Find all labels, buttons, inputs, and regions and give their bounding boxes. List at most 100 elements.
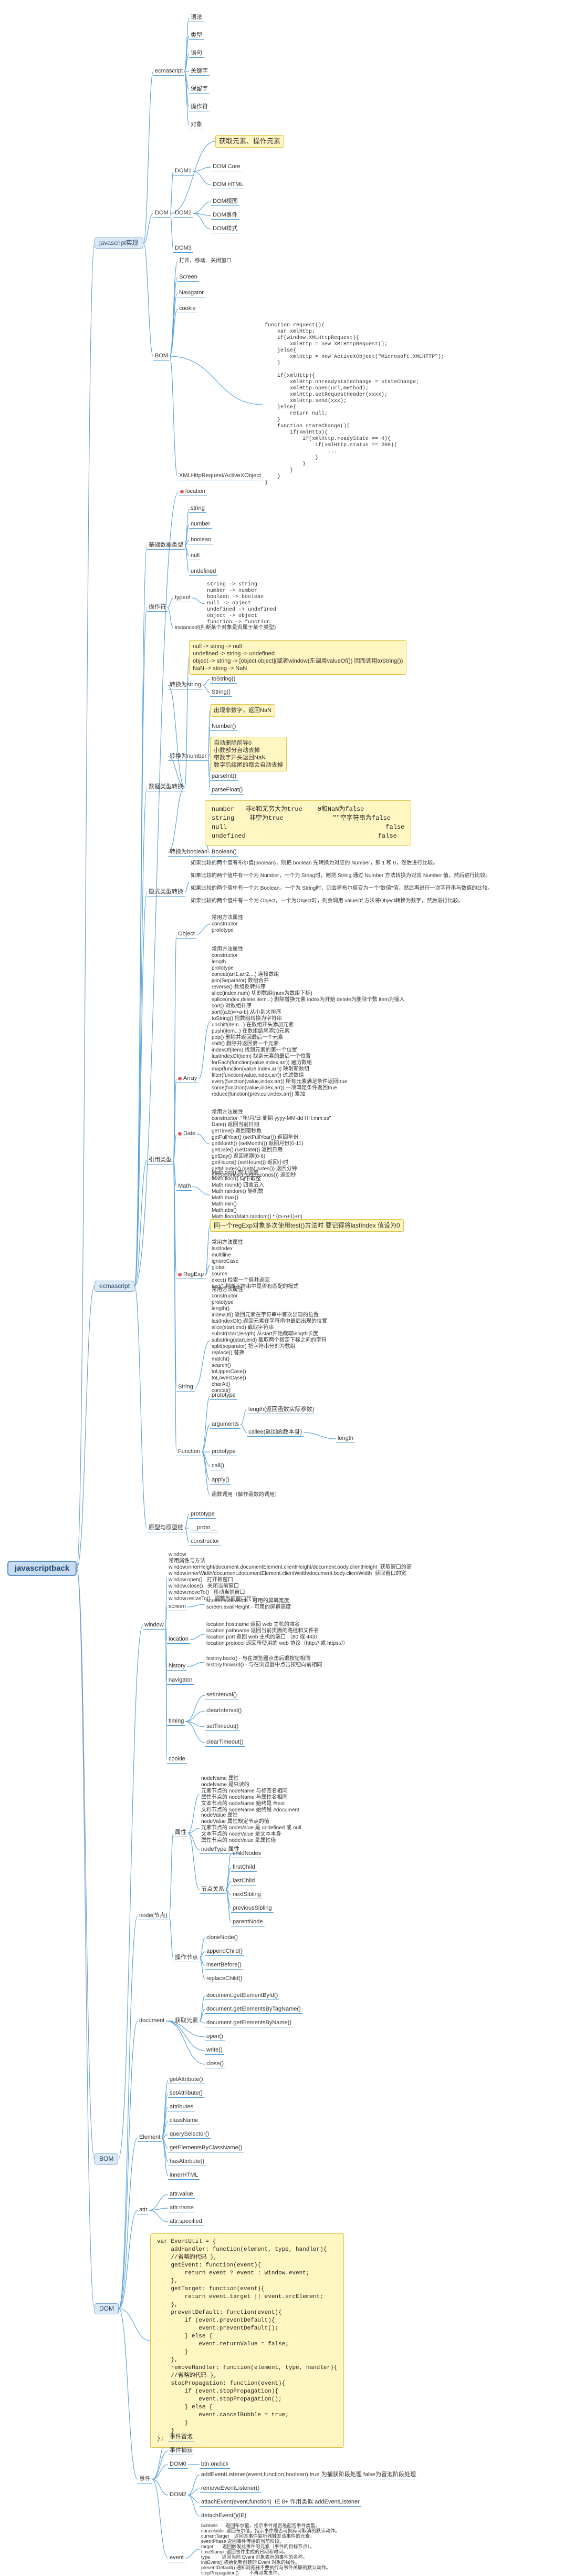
element-item[interactable]: className bbox=[168, 2117, 200, 2125]
node-rel-item[interactable]: childNodes bbox=[231, 1850, 263, 1858]
node-rel-item[interactable]: firstChild bbox=[231, 1863, 257, 1872]
element-item[interactable]: getElementsByClassName() bbox=[168, 2144, 244, 2152]
ecma-item[interactable]: 对象 bbox=[189, 121, 204, 129]
number-fn[interactable]: Number() bbox=[210, 723, 238, 731]
reference-types[interactable]: 引用类型 bbox=[147, 1156, 173, 1165]
func-top[interactable]: prototype bbox=[210, 1392, 237, 1400]
dom2[interactable]: DOM2 bbox=[173, 209, 193, 218]
basic-type[interactable]: boolean bbox=[189, 536, 213, 544]
basic-types[interactable]: 基础数据类型 bbox=[147, 541, 185, 550]
proto-item[interactable]: prototype bbox=[189, 1510, 216, 1519]
dom2-event-item[interactable]: removeEventListener() bbox=[200, 2485, 262, 2493]
bom-history[interactable]: history bbox=[167, 1662, 187, 1671]
to-number[interactable]: 转换为number bbox=[168, 753, 208, 761]
to-boolean[interactable]: 转换为boolean bbox=[168, 848, 210, 857]
to-string-item[interactable]: toString() bbox=[210, 675, 237, 684]
dom-attr2[interactable]: attr bbox=[138, 2206, 149, 2214]
branch-ecmascript[interactable]: ecmascript bbox=[95, 1281, 135, 1292]
dom1[interactable]: DOM1 bbox=[173, 167, 193, 176]
ops-item[interactable]: replaceChild() bbox=[205, 1975, 244, 1983]
timing-item[interactable]: clearTimeout() bbox=[205, 1738, 245, 1747]
dom1-item[interactable]: DOM Core bbox=[211, 163, 242, 171]
arguments-length2[interactable]: length bbox=[336, 1435, 355, 1443]
event-dom0[interactable]: DOM0 bbox=[168, 2460, 188, 2469]
event-item[interactable]: 事件捕获 bbox=[168, 2447, 194, 2455]
js-bom[interactable]: BOM bbox=[153, 352, 170, 360]
element-item[interactable]: innerHTML bbox=[168, 2171, 200, 2180]
bom-cookie[interactable]: cookie bbox=[167, 1755, 187, 1764]
root-node[interactable]: javascriptback bbox=[7, 1561, 77, 1576]
dom-attr[interactable]: 属性 bbox=[173, 1829, 188, 1837]
js-dom[interactable]: DOM bbox=[153, 209, 170, 218]
element-item[interactable]: getAttribute() bbox=[168, 2076, 205, 2084]
node-rel[interactable]: 节点关系 bbox=[200, 1885, 226, 1894]
doc-more-item[interactable]: open() bbox=[205, 2033, 225, 2041]
regexp-type[interactable]: RegExp bbox=[176, 1271, 206, 1279]
element-item[interactable]: attributes bbox=[168, 2103, 195, 2111]
arguments[interactable]: arguments bbox=[210, 1420, 241, 1429]
doc-get-item[interactable]: document.getElementById() bbox=[205, 1992, 280, 2000]
dom-node[interactable]: node(节点) bbox=[138, 1912, 169, 1920]
bom-window[interactable]: window bbox=[143, 1621, 165, 1630]
bom-item[interactable]: Navigator bbox=[177, 289, 206, 297]
event-object[interactable]: event bbox=[168, 2554, 185, 2562]
basic-type[interactable]: number bbox=[189, 520, 212, 529]
dom1-item[interactable]: DOM HTML bbox=[211, 181, 245, 189]
location-item[interactable]: location bbox=[179, 488, 207, 496]
date-type[interactable]: Date bbox=[176, 1130, 197, 1138]
bom-location[interactable]: location bbox=[167, 1635, 190, 1644]
basic-type[interactable]: string bbox=[189, 504, 206, 513]
dom-document[interactable]: document bbox=[138, 2017, 166, 2025]
element-item[interactable]: setAttribute() bbox=[168, 2089, 204, 2098]
number-item[interactable]: parseFloat() bbox=[210, 786, 245, 795]
js-ecmascript[interactable]: ecmascript bbox=[153, 67, 185, 76]
node-rel-item[interactable]: nextSibling bbox=[231, 1891, 263, 1899]
node-rel-item[interactable]: previousSibling bbox=[231, 1904, 274, 1913]
attr2-item[interactable]: attr.name bbox=[168, 2204, 195, 2212]
func-item[interactable]: apply() bbox=[210, 1476, 231, 1485]
dom-element[interactable]: Element bbox=[138, 2134, 162, 2142]
function-type[interactable]: Function bbox=[176, 1448, 202, 1456]
array-type[interactable]: Array bbox=[176, 1075, 199, 1083]
timing-item[interactable]: setInterval() bbox=[205, 1691, 239, 1699]
ops-item[interactable]: cloneNode() bbox=[205, 1934, 239, 1942]
func-item[interactable]: call() bbox=[210, 1462, 226, 1470]
xhr-label[interactable]: XMLHttpRequest/ActiveXObject bbox=[177, 472, 263, 480]
branch-js-impl[interactable]: javascript实现 bbox=[95, 238, 143, 249]
nodetype[interactable]: nodeType 属性 bbox=[200, 1846, 242, 1854]
conversion[interactable]: 数据类型转换 bbox=[147, 783, 185, 791]
arguments-length[interactable]: length(返回函数实际参数) bbox=[247, 1406, 316, 1414]
proto-item[interactable]: constructor bbox=[189, 1538, 221, 1546]
event-item[interactable]: 事件冒泡 bbox=[168, 2433, 194, 2441]
ecma-item[interactable]: 类型 bbox=[189, 32, 204, 40]
dom2-item[interactable]: DOM样式 bbox=[211, 225, 239, 233]
dom-ops[interactable]: 操作节点 bbox=[173, 1954, 200, 1962]
doc-get-item[interactable]: document.getElementsByName() bbox=[205, 2019, 294, 2027]
bom-item[interactable]: Screen bbox=[177, 273, 199, 282]
ops-item[interactable]: appendChild() bbox=[205, 1948, 245, 1956]
timing-item[interactable]: setTimeout() bbox=[205, 1723, 241, 1731]
doc-more-item[interactable]: close() bbox=[205, 2060, 226, 2068]
attr2-item[interactable]: attr.value bbox=[168, 2190, 195, 2199]
number-item[interactable]: parseInt() bbox=[210, 772, 238, 781]
doc-get[interactable]: 获取元素 bbox=[173, 2017, 200, 2025]
func-item[interactable]: prototype bbox=[210, 1448, 237, 1456]
dom0-item[interactable]: btn.onclick bbox=[200, 2460, 230, 2469]
to-string[interactable]: 转换为string bbox=[168, 681, 203, 689]
element-item[interactable]: hasAttribute() bbox=[168, 2158, 206, 2166]
to-string-item[interactable]: String() bbox=[210, 688, 233, 697]
ecma-item[interactable]: 语句 bbox=[189, 49, 204, 58]
dom2-event-item[interactable]: detachEvent()(IE) bbox=[200, 2512, 248, 2520]
operator[interactable]: 操作符 bbox=[147, 603, 168, 612]
object-type[interactable]: Object bbox=[176, 930, 196, 939]
implicit[interactable]: 隐式类型转换 bbox=[147, 888, 185, 897]
event-dom2[interactable]: DOM2 bbox=[168, 2491, 188, 2499]
doc-get-item[interactable]: document.getElementsByTagName() bbox=[205, 2005, 302, 2014]
branch-dom[interactable]: DOM bbox=[95, 2303, 119, 2314]
ecma-item[interactable]: 保留字 bbox=[189, 85, 210, 94]
boolean-fn[interactable]: Boolean() bbox=[210, 848, 238, 857]
branch-bom[interactable]: BOM bbox=[95, 2153, 119, 2165]
dom2-event-item[interactable]: addEventListener(event,function,boolean)… bbox=[200, 2471, 417, 2479]
dom3[interactable]: DOM3 bbox=[173, 244, 193, 253]
bom-item[interactable]: cookie bbox=[177, 305, 197, 313]
